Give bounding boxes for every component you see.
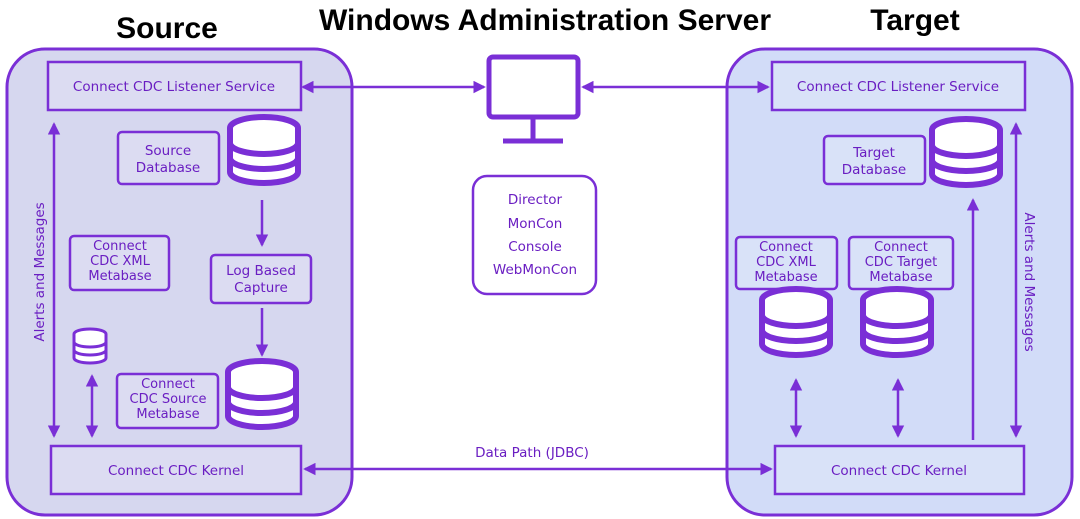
target-cdc-metabase-label-1: Connect [874, 240, 928, 255]
source-kernel-label: Connect CDC Kernel [108, 463, 244, 479]
source-cdc-metabase-label-1: Connect [141, 377, 195, 392]
server-heading: Windows Administration Server [319, 4, 771, 37]
tool-director: Director [508, 192, 563, 208]
source-database-label-2: Database [136, 160, 200, 176]
target-kernel-label: Connect CDC Kernel [831, 463, 967, 479]
target-database-box [822, 134, 927, 186]
source-database-icon [230, 117, 298, 183]
target-kernel-box [773, 444, 1026, 496]
log-capture-label-1: Log Based [226, 263, 296, 279]
log-capture-label-2: Capture [234, 280, 288, 296]
source-cdc-metabase-label-2: CDC Source [130, 392, 207, 407]
target-database-label-2: Database [842, 162, 906, 178]
source-metabase-database-icon [228, 361, 296, 427]
tool-webmoncon: WebMonCon [493, 262, 577, 278]
source-listener-box [46, 60, 303, 112]
target-alerts-label: Alerts and Messages [1021, 212, 1037, 351]
source-alerts-label: Alerts and Messages [32, 202, 48, 341]
source-database-label-1: Source [145, 143, 191, 159]
source-cdc-metabase-box [115, 372, 220, 430]
log-capture-box [209, 253, 313, 305]
tool-moncon: MonCon [508, 216, 563, 232]
source-xml-metabase-label-2: CDC XML [90, 254, 150, 269]
source-xml-metabase-label-1: Connect [93, 239, 147, 254]
source-small-database-icon [72, 327, 108, 365]
server-tools-box [471, 174, 598, 296]
target-xml-metabase-label-1: Connect [759, 240, 813, 255]
target-listener-label: Connect CDC Listener Service [797, 79, 999, 95]
target-xml-metabase-label-2: CDC XML [756, 255, 816, 270]
target-xml-database-icon [762, 289, 830, 355]
target-cdc-metabase-label-3: Metabase [869, 270, 932, 285]
monitor-icon [486, 54, 581, 144]
target-cdc-metabase-label-2: CDC Target [865, 255, 938, 270]
source-xml-metabase-box [68, 234, 171, 292]
target-database-icon [932, 119, 1000, 185]
target-database-label-1: Target [852, 145, 895, 161]
data-path-label: Data Path (JDBC) [475, 445, 589, 461]
source-listener-label: Connect CDC Listener Service [73, 79, 275, 95]
tool-console: Console [508, 239, 562, 255]
target-cdc-database-icon [863, 289, 931, 355]
source-xml-metabase-label-3: Metabase [88, 269, 151, 284]
source-kernel-box [49, 444, 303, 496]
target-listener-box [770, 60, 1027, 112]
target-heading: Target [870, 4, 959, 37]
target-xml-metabase-label-3: Metabase [754, 270, 817, 285]
source-cdc-metabase-label-3: Metabase [136, 407, 199, 422]
source-heading: Source [116, 12, 218, 45]
source-database-box [116, 130, 221, 186]
